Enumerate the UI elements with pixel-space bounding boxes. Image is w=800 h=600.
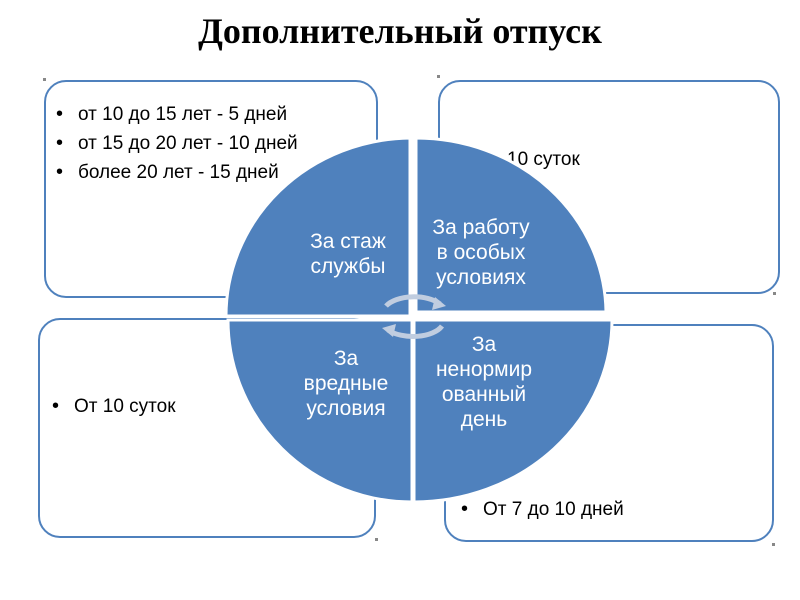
list-item: более 20 лет - 15 дней xyxy=(56,158,298,187)
special-conditions-text: 10 суток xyxy=(507,149,580,170)
label-special-conditions: За работу в особых условиях xyxy=(432,216,530,289)
quadrant-bottom-left xyxy=(226,318,414,504)
list-item: от 10 до 15 лет - 5 дней xyxy=(56,100,298,129)
quadrant-bottom-right xyxy=(412,318,614,504)
quadrant-top-left xyxy=(224,136,412,318)
corner-dot xyxy=(772,543,775,546)
quadrant-top-right xyxy=(414,136,608,314)
label-irregular-day: За ненормир ованный день xyxy=(435,333,533,431)
label-length-of-service: За стаж службы xyxy=(310,230,386,278)
list-harmful-conditions: От 10 суток xyxy=(52,392,176,421)
corner-dot xyxy=(773,292,776,295)
corner-dot xyxy=(437,75,440,78)
cycle-arrows-icon xyxy=(382,294,446,339)
corner-dot xyxy=(43,78,46,81)
list-item: От 7 до 10 дней xyxy=(461,495,624,524)
list-item: от 15 до 20 лет - 10 дней xyxy=(56,129,298,158)
list-length-of-service: от 10 до 15 лет - 5 дней от 15 до 20 лет… xyxy=(56,100,298,187)
list-irregular-day: От 7 до 10 дней xyxy=(461,495,624,524)
list-item: От 10 суток xyxy=(52,392,176,421)
label-harmful-conditions: За вредные условия xyxy=(303,347,389,420)
page-title: Дополнительный отпуск xyxy=(198,11,602,51)
corner-dot xyxy=(375,538,378,541)
